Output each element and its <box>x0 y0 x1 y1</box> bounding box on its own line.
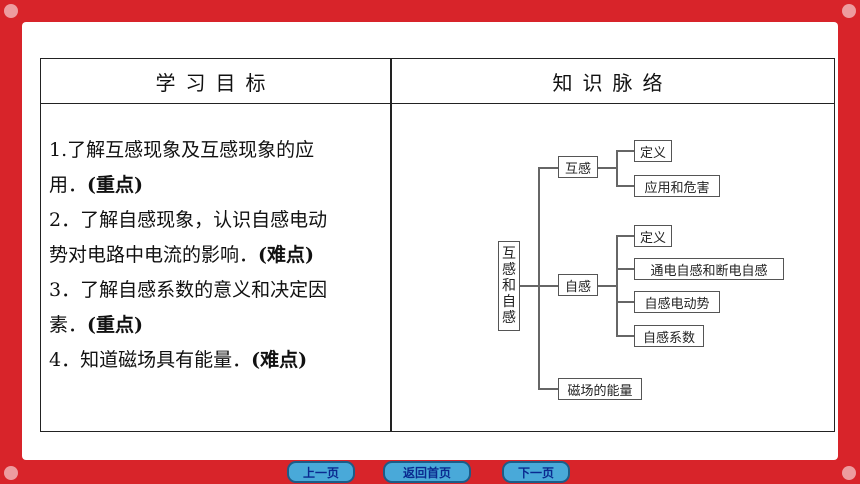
knowledge-mindmap: 互感和自感 互感 定义 应用和危害 自感 定义 通电自感和断电自感 自感电动势 … <box>393 105 833 429</box>
connector-line <box>616 268 634 270</box>
corner-ornament <box>842 4 856 18</box>
connector-line <box>538 167 558 169</box>
goal-line: 3．了解自感系数的意义和决定因 <box>49 279 328 301</box>
connector-line <box>520 285 538 287</box>
goal-line: 1.了解互感现象及互感现象的应 <box>49 139 315 161</box>
mindmap-root: 互感和自感 <box>498 241 520 331</box>
learning-goals-list: 1.了解互感现象及互感现象的应 用．(重点) 2．了解自感现象，认识自感电动 势… <box>49 133 384 378</box>
connector-line <box>616 301 634 303</box>
connector-line <box>598 167 616 169</box>
goal-line: 势对电路中电流的影响．(难点) <box>49 244 314 266</box>
connector-line <box>616 150 618 185</box>
home-page-button[interactable]: 返回首页 <box>383 461 471 483</box>
prev-page-button[interactable]: 上一页 <box>287 461 355 483</box>
column-divider <box>390 59 392 431</box>
mindmap-leaf: 应用和危害 <box>634 175 720 197</box>
connector-line <box>538 167 540 389</box>
goal-line: 4．知道磁场具有能量．(难点) <box>49 349 308 371</box>
connector-line <box>616 150 634 152</box>
connector-line <box>538 285 558 287</box>
corner-ornament <box>4 4 18 18</box>
mindmap-leaf: 定义 <box>634 225 672 247</box>
connector-line <box>538 388 558 390</box>
mindmap-leaf: 自感电动势 <box>634 291 720 313</box>
mindmap-node-mutual: 互感 <box>558 156 598 178</box>
mindmap-node-self: 自感 <box>558 274 598 296</box>
corner-ornament <box>4 466 18 480</box>
content-table: 学习目标 知识脉络 1.了解互感现象及互感现象的应 用．(重点) 2．了解自感现… <box>40 58 835 432</box>
header-knowledge-map: 知识脉络 <box>391 59 834 104</box>
connector-line <box>616 235 618 335</box>
connector-line <box>616 335 634 337</box>
connector-line <box>598 285 616 287</box>
goal-line: 2．了解自感现象，认识自感电动 <box>49 209 328 231</box>
connector-line <box>616 235 634 237</box>
mindmap-leaf: 通电自感和断电自感 <box>634 258 784 280</box>
mindmap-leaf: 自感系数 <box>634 325 704 347</box>
mindmap-leaf: 定义 <box>634 140 672 162</box>
corner-ornament <box>842 466 856 480</box>
goal-line: 用．(重点) <box>49 174 143 196</box>
goal-line: 素．(重点) <box>49 314 143 336</box>
next-page-button[interactable]: 下一页 <box>502 461 570 483</box>
mindmap-node-energy: 磁场的能量 <box>558 378 642 400</box>
header-learning-goals: 学习目标 <box>41 59 391 104</box>
connector-line <box>616 185 634 187</box>
